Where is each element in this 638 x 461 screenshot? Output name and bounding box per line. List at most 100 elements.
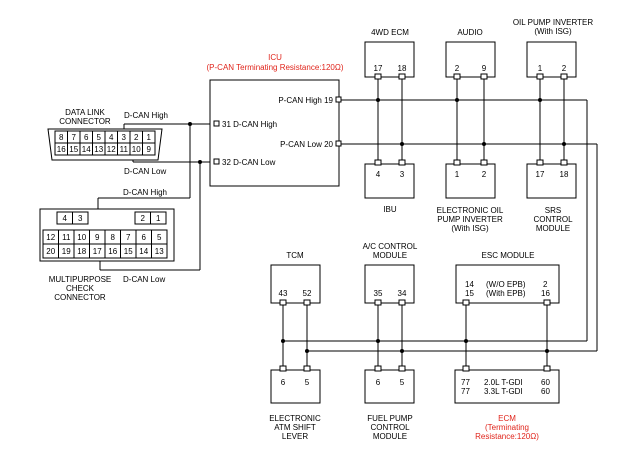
atm-shift-pin-6: 6	[281, 378, 286, 387]
ac-control-pin-35: 35	[374, 289, 383, 298]
esc-pin-14: 14	[465, 280, 474, 289]
wiring	[97, 77, 598, 368]
dlc-pin-9-cell	[142, 142, 156, 156]
oil-pump-inverter-module: OIL PUMP INVERTER (With ISG) 1 2	[513, 18, 593, 80]
mcc-pin-12: 12	[46, 233, 55, 242]
ecm-pin-60-b: 60	[541, 387, 550, 396]
mcc-pin-11: 11	[62, 233, 71, 242]
mcc-pin-1-cell	[150, 211, 167, 225]
icu-pin-pcan-high: P-CAN High 19	[278, 96, 333, 105]
srs-label-3: MODULE	[536, 224, 570, 233]
mcc-dcan-low-label: D-CAN Low	[123, 275, 165, 284]
dlc-pin-4: 4	[109, 133, 114, 142]
ecm-pin-77-b: 77	[461, 387, 470, 396]
dlc-pin-5: 5	[97, 133, 102, 142]
ecm-terminating: (Terminating	[485, 423, 529, 432]
dlc-pin-10: 10	[132, 145, 141, 154]
icu-pin-dcan-low: 32 D-CAN Low	[222, 158, 276, 167]
esc-label: ESC MODULE	[482, 251, 535, 260]
audio-module: AUDIO 2 9	[445, 28, 496, 80]
dlc-pin-15: 15	[69, 145, 78, 154]
dlc-dcan-low-label: D-CAN Low	[124, 167, 166, 176]
dlc-title-2: CONNECTOR	[59, 117, 111, 126]
mcc-pin-4: 4	[63, 214, 68, 223]
fuel-pump-label-3: MODULE	[373, 432, 407, 441]
ecm-resistance: Resistance:120Ω)	[475, 432, 539, 441]
mcc-pin-3-cell	[72, 211, 89, 225]
ecm4wd-pin-18: 18	[398, 64, 407, 73]
ecm-module: 77 2.0L T-GDI 60 77 3.3L T-GDI 60 ECM (T…	[454, 365, 560, 441]
dlc-pin-7: 7	[72, 133, 77, 142]
tcm-pin-43: 43	[279, 289, 288, 298]
ecm-3-3l: 3.3L T-GDI	[484, 387, 523, 396]
eopi-pin-1: 1	[455, 170, 460, 179]
mcc-pin-16: 16	[108, 247, 117, 256]
mcc-pin-14: 14	[139, 247, 148, 256]
mcc-pin-19: 19	[62, 247, 71, 256]
esc-pin-15: 15	[465, 289, 474, 298]
ecm4wd-label: 4WD ECM	[371, 28, 409, 37]
mcc-pin-1: 1	[156, 214, 161, 223]
mcc-pin-15: 15	[124, 247, 133, 256]
mcc-pin-17: 17	[93, 247, 102, 256]
mcc-pin-18: 18	[77, 247, 86, 256]
icu-subtitle: (P-CAN Terminating Resistance:120Ω)	[207, 63, 344, 72]
eopi-label-2: PUMP INVERTER	[437, 215, 503, 224]
esc-pin-2: 2	[543, 280, 548, 289]
esc-module: ESC MODULE 14 (W/O EPB) 2 15 (With EPB) …	[455, 251, 560, 306]
srs-label-2: CONTROL	[533, 215, 573, 224]
audio-pin-9: 9	[482, 64, 487, 73]
fuel-pump-label-2: CONTROL	[370, 423, 410, 432]
oil-pump-inverter-subtitle: (With ISG)	[534, 27, 572, 36]
dlc-pin-3: 3	[122, 133, 127, 142]
ecm-pin-60-a: 60	[541, 378, 550, 387]
mcc-pin-10: 10	[77, 233, 86, 242]
mcc-pin-7: 7	[126, 233, 131, 242]
atm-shift-lever-module: 6 5 ELECTRONIC ATM SHIFT LEVER	[269, 365, 321, 441]
junction-dots	[188, 98, 566, 353]
eopi-label-3: (With ISG)	[451, 224, 489, 233]
dlc-pin-14: 14	[82, 145, 91, 154]
mcc-title-3: CONNECTOR	[54, 293, 106, 302]
ac-control-label-2: MODULE	[373, 251, 407, 260]
srs-pin-18: 18	[560, 170, 569, 179]
audio-pin-2: 2	[455, 64, 460, 73]
icu-pin-pcan-low: P-CAN Low 20	[280, 140, 333, 149]
mcc-pin-13: 13	[155, 247, 164, 256]
oil-pump-inverter-pin-1: 1	[538, 64, 543, 73]
atm-shift-label-2: ATM SHIFT	[274, 423, 316, 432]
fuel-pump-label-1: FUEL PUMP	[367, 414, 413, 423]
mcc-pin-20: 20	[46, 247, 55, 256]
mcc-pin-6: 6	[142, 233, 147, 242]
ecm-label: ECM	[498, 414, 516, 423]
dlc-pin-9: 9	[147, 145, 152, 154]
dlc-dcan-high-label: D-CAN High	[124, 111, 168, 120]
esc-with-epb: (With EPB)	[486, 289, 526, 298]
dlc-pin-12: 12	[107, 145, 116, 154]
mcc-pin-3: 3	[78, 214, 83, 223]
mcc-title-1: MULTIPURPOSE	[49, 275, 112, 284]
dlc-pin-1: 1	[147, 133, 152, 142]
atm-shift-label-1: ELECTRONIC	[269, 414, 321, 423]
esc-pin-16: 16	[541, 289, 550, 298]
tcm-pin-52: 52	[303, 289, 312, 298]
dlc-pin-13: 13	[94, 145, 103, 154]
tcm-module: TCM 43 52	[270, 251, 321, 306]
icu-module: ICU (P-CAN Terminating Resistance:120Ω) …	[207, 53, 344, 187]
atm-shift-label-3: LEVER	[282, 432, 308, 441]
eopi-pin-2: 2	[482, 170, 487, 179]
dlc-pin-2: 2	[134, 133, 139, 142]
dlc-pin-16: 16	[57, 145, 66, 154]
mcc-pin-13-cell	[151, 243, 168, 259]
ibu-label: IBU	[383, 205, 397, 214]
mcc-pin-2: 2	[141, 214, 146, 223]
dlc-pin-11: 11	[120, 145, 129, 154]
electronic-oil-pump-inverter-module: 1 2 ELECTRONIC OIL PUMP INVERTER (With I…	[437, 159, 504, 233]
srs-pin-17: 17	[536, 170, 545, 179]
audio-label: AUDIO	[457, 28, 482, 37]
ecm4wd-pin-17: 17	[374, 64, 383, 73]
mcc-dcan-high-label: D-CAN High	[123, 188, 167, 197]
